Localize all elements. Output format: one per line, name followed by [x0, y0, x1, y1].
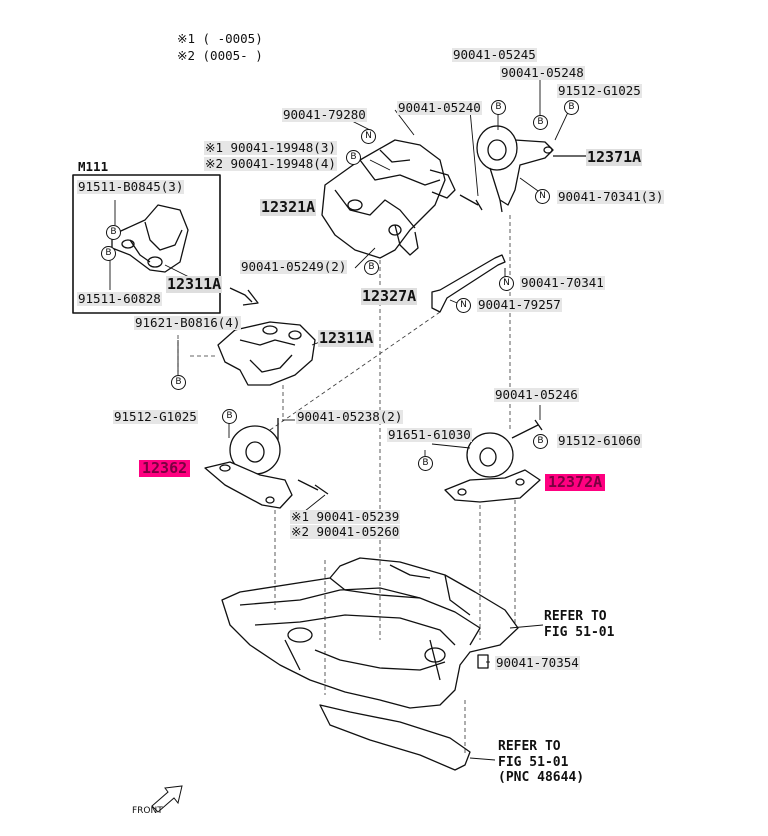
- engine-mount-12372A: [444, 432, 541, 503]
- part-90041-05245[interactable]: 90041-05245: [452, 47, 537, 62]
- refer-pnc: (PNC 48644): [498, 770, 585, 785]
- part-90041-05246[interactable]: 90041-05246: [494, 387, 579, 402]
- front-arrow-icon: [151, 785, 183, 813]
- mount-bracket-12311A: [217, 321, 316, 386]
- part-12311A-inset[interactable]: 12311A: [166, 275, 223, 293]
- part-91511-60828[interactable]: 91511-60828: [77, 291, 162, 306]
- nut-icon: N: [499, 276, 514, 291]
- bolt-icon: B: [533, 434, 548, 449]
- part-91512-G1025-top[interactable]: 91512-G1025: [557, 83, 642, 98]
- part-90041-05249[interactable]: 90041-05249(2): [240, 259, 348, 274]
- inset-arrow: [229, 287, 259, 306]
- part-90041-19948-3[interactable]: ※1 90041-19948(3): [204, 140, 337, 155]
- engine-mount-12371A: [476, 125, 590, 213]
- note-2: ※2 (0005- ): [177, 48, 263, 63]
- part-91621-B0816[interactable]: 91621-B0816(4): [134, 315, 242, 330]
- bolt-icon: B: [533, 115, 548, 130]
- part-12372A-highlighted[interactable]: 12372A: [545, 474, 606, 491]
- part-90041-79280[interactable]: 90041-79280: [282, 107, 367, 122]
- refer-to-1: REFER TO: [544, 609, 607, 624]
- note-1: ※1 ( -0005): [177, 31, 263, 46]
- part-12321A[interactable]: 12321A: [260, 198, 317, 216]
- bolt-05239: [297, 479, 329, 495]
- refer-fig-2[interactable]: FIG 51-01: [498, 755, 569, 770]
- part-90041-79257[interactable]: 90041-79257: [477, 297, 562, 312]
- nut-icon: N: [361, 129, 376, 144]
- part-90041-05248[interactable]: 90041-05248: [500, 65, 585, 80]
- nut-icon: N: [535, 189, 550, 204]
- bolt-icon: B: [346, 150, 361, 165]
- part-12371A[interactable]: 12371A: [586, 148, 643, 166]
- part-91511-B0845[interactable]: 91511-B0845(3): [77, 179, 185, 194]
- nut-icon: N: [456, 298, 471, 313]
- part-90041-19948-4[interactable]: ※2 90041-19948(4): [204, 156, 337, 171]
- engine-mount-12362: [204, 425, 293, 509]
- bolt-icon: B: [171, 375, 186, 390]
- part-90041-70354[interactable]: 90041-70354: [495, 655, 580, 670]
- part-90041-05238[interactable]: 90041-05238(2): [296, 409, 404, 424]
- bolt-icon: B: [106, 225, 121, 240]
- part-90041-70341[interactable]: 90041-70341: [520, 275, 605, 290]
- part-12327A[interactable]: 12327A: [361, 287, 418, 305]
- part-12362-highlighted[interactable]: 12362: [139, 460, 191, 477]
- lower-plate: [319, 704, 471, 771]
- part-91651-61030[interactable]: 91651-61030: [387, 427, 472, 442]
- refer-to-2: REFER TO: [498, 739, 561, 754]
- bolt-icon: B: [491, 100, 506, 115]
- part-90041-05240[interactable]: 90041-05240: [397, 100, 482, 115]
- subframe: [221, 557, 519, 709]
- nut-70354: [477, 654, 489, 669]
- part-12311A[interactable]: 12311A: [318, 329, 375, 347]
- bolt-icon: B: [364, 260, 379, 275]
- front-label: FRONT: [132, 806, 163, 816]
- bolt-05246: [511, 419, 543, 439]
- part-90041-05239[interactable]: ※1 90041-05239: [290, 509, 401, 524]
- stay-12327A: [431, 254, 506, 313]
- bolt-icon: B: [222, 409, 237, 424]
- inset-title: M111: [78, 159, 109, 174]
- bolt-icon: B: [418, 456, 433, 471]
- bolt-upper: [459, 194, 483, 211]
- refer-fig-1[interactable]: FIG 51-01: [544, 625, 615, 640]
- inset-box: [72, 174, 221, 314]
- part-90041-05260[interactable]: ※2 90041-05260: [290, 524, 401, 539]
- bolt-icon: B: [564, 100, 579, 115]
- part-90041-70341-3[interactable]: 90041-70341(3): [557, 189, 665, 204]
- part-91512-61060[interactable]: 91512-61060: [557, 433, 642, 448]
- bolt-icon: B: [101, 246, 116, 261]
- inset-bracket-part: [111, 204, 189, 273]
- mount-bracket-12321A: [321, 139, 456, 259]
- part-91512-G1025[interactable]: 91512-G1025: [113, 409, 198, 424]
